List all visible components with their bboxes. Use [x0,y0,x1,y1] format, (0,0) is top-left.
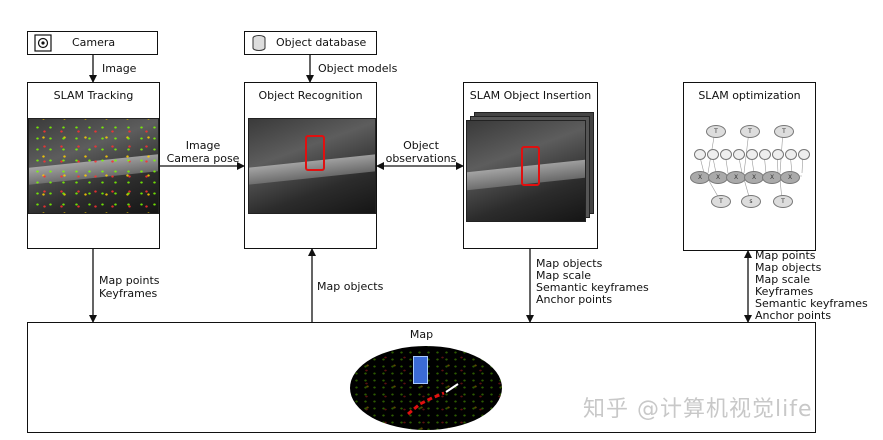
watermark-text: 知乎 @计算机视觉life [583,397,813,422]
graph-node-middle-5: X [762,171,782,184]
graph-node-top-3: T [774,125,794,138]
edge-label-image-camera-pose: Image Camera pose [166,139,240,165]
edge-label-object-observations: Object observations [385,139,457,165]
map-object [413,356,428,384]
factor-node [733,149,745,160]
inserted-object-box [521,146,540,186]
map-trajectory [407,383,459,416]
graph-node-bottom-1: T [711,195,731,208]
camera-label: Camera [72,36,116,49]
factor-node [746,149,758,160]
factor-node [720,149,732,160]
factor-node [707,149,719,160]
slam-object-insertion-node: SLAM Object Insertion [463,82,598,249]
slam-tracking-node: SLAM Tracking [27,82,160,249]
graph-node-middle-6: X [780,171,800,184]
graph-node-middle-3: X [726,171,746,184]
object-recognition-title: Object Recognition [258,89,363,102]
camera-icon [34,34,52,52]
edge-label-insertion-map: Map objects Map scale Semantic keyframes… [536,257,649,306]
graph-node-top-2: T [740,125,760,138]
insertion-keyframe-stack [466,120,586,222]
camera-node: Camera [27,31,158,55]
factor-graph-edges [698,130,804,201]
edge-label-tracking-map: Map points Keyframes [99,274,160,300]
detected-object-box [305,135,325,171]
factor-node [694,149,706,160]
edge-label-object-models: Object models [318,62,398,75]
recognition-camera-frame [248,118,376,214]
edge-label-optimization-map: Map points Map objects Map scale Keyfram… [755,249,868,322]
slam-optimization-node: SLAM optimization T T T X X X X X X T s … [683,82,816,251]
slam-optimization-title: SLAM optimization [698,89,801,102]
graph-node-bottom-3: T [773,195,793,208]
object-database-node: Object database [244,31,377,55]
slam-object-insertion-title: SLAM Object Insertion [469,89,592,102]
factor-node [798,149,810,160]
object-database-label: Object database [276,36,367,49]
graph-node-bottom-2: s [741,195,761,208]
graph-node-middle-4: X [744,171,764,184]
map-node: Map [27,322,816,433]
graph-node-middle-2: X [708,171,728,184]
edge-label-image: Image [102,62,137,75]
map-title: Map [409,328,434,341]
slam-tracking-title: SLAM Tracking [53,89,134,102]
factor-node [759,149,771,160]
object-recognition-node: Object Recognition [244,82,377,249]
map-visualization [350,346,502,430]
edge-label-map-objects: Map objects [317,280,384,293]
graph-node-middle-1: X [690,171,710,184]
tracking-camera-frame [28,118,159,214]
factor-node [772,149,784,160]
factor-node [785,149,797,160]
graph-node-top-1: T [706,125,726,138]
database-icon [252,35,266,51]
